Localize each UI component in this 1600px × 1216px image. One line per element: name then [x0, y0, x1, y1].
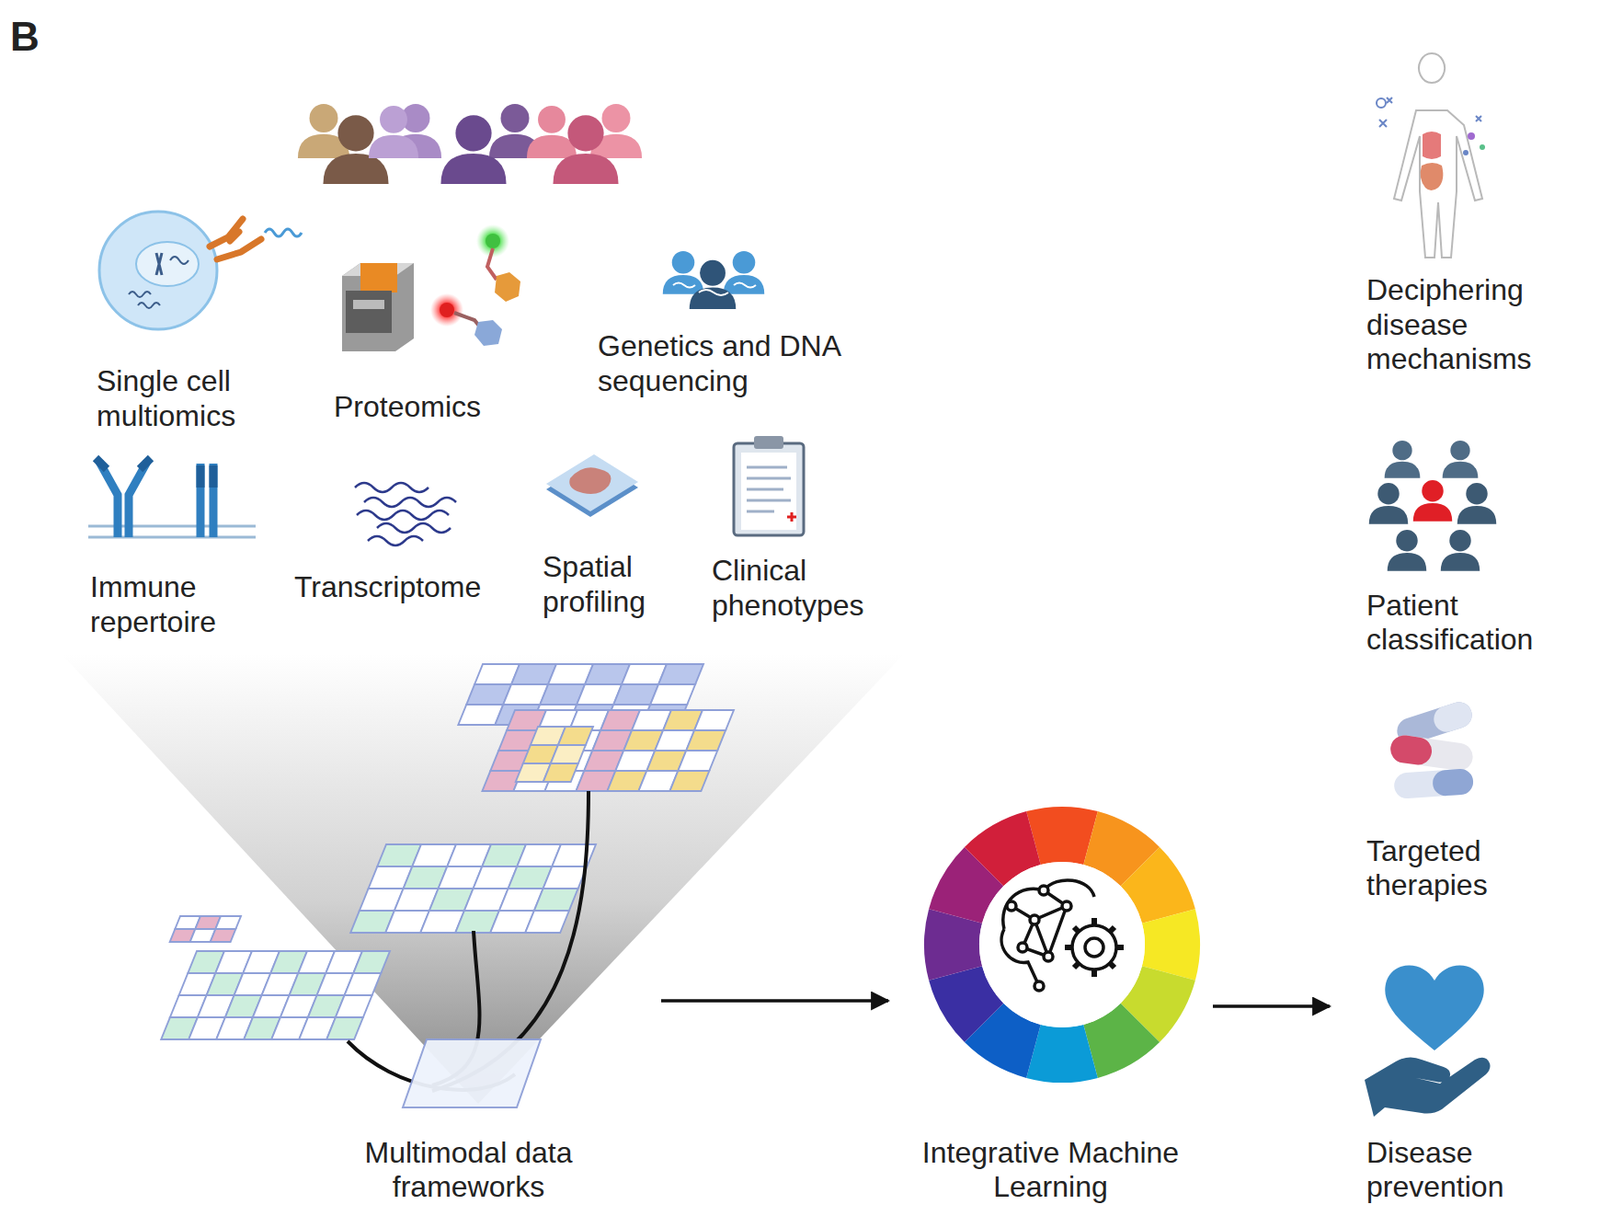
modality-label: Clinical phenotypes — [711, 553, 915, 624]
human-body-icon — [1376, 53, 1486, 258]
heart-hand-icon — [1364, 965, 1491, 1118]
grid-cell — [677, 750, 718, 771]
node-caption: Patient classification — [1366, 588, 1588, 659]
grid-cell — [543, 866, 588, 889]
ml-wheel — [924, 806, 1200, 1083]
grid-cell — [335, 994, 373, 1018]
node-caption: Multimodal data frameworks — [321, 1135, 617, 1206]
modality-label: Proteomics — [333, 389, 481, 425]
brain-network-icon — [1001, 880, 1124, 991]
modality-label: Spatial profiling — [542, 549, 690, 620]
node-caption: Integrative Machine Learning — [888, 1135, 1213, 1206]
grid-cell — [353, 950, 390, 973]
grid-cell — [344, 972, 382, 995]
outcome-node: Deciphering disease mechanisms — [1329, 73, 1588, 378]
node-caption: Targeted therapies — [1366, 834, 1588, 904]
grid-cell — [658, 663, 704, 685]
patient-group-icon — [1369, 440, 1498, 572]
grid-cell — [215, 915, 241, 929]
grid-cell — [210, 928, 237, 942]
grid-cell — [551, 844, 596, 867]
clipboard-icon — [733, 435, 804, 536]
grid-sheet — [160, 950, 390, 1040]
node-caption: Deciphering disease mechanisms — [1366, 273, 1588, 378]
grid-cell — [543, 763, 579, 782]
modality-label: Single cell multiomics — [96, 364, 290, 435]
funnel-cone — [61, 653, 904, 1104]
outcome-node: Disease prevention — [1329, 956, 1588, 1205]
grid-sheet — [350, 844, 596, 933]
panel-letter: B — [10, 12, 40, 61]
rna-icon — [354, 482, 457, 546]
receptor-icon — [88, 457, 256, 538]
grid-cell — [550, 744, 586, 764]
modality-label: Immune repertoire — [90, 570, 275, 640]
outcome-node: Patient classification — [1329, 432, 1588, 658]
grid-cell — [650, 684, 696, 705]
merged-sheet — [402, 1039, 541, 1108]
crowd-icon — [297, 103, 642, 184]
grid-cell — [534, 888, 579, 911]
node-caption: Disease prevention — [1366, 1135, 1588, 1206]
modality-label: Transcriptome — [294, 570, 481, 606]
grid-cell — [685, 730, 726, 751]
stage-node: Integrative Machine Learning — [888, 790, 1213, 1205]
grid-sheet — [170, 915, 241, 942]
wheel-center — [979, 861, 1145, 1028]
flow-arrow — [1212, 1004, 1330, 1008]
grid-sheet — [515, 726, 594, 782]
proteomics-icon — [342, 224, 521, 352]
cell-icon — [99, 211, 302, 330]
modality-label: Genetics and DNA sequencing — [597, 329, 865, 400]
grid-cell — [326, 1017, 364, 1040]
data-grids — [160, 663, 734, 1040]
stage-node: Multimodal data frameworks — [275, 643, 662, 1205]
grid-sheet — [481, 709, 734, 791]
grid-cell — [694, 709, 734, 731]
grid-cell — [669, 770, 709, 791]
grid-cell — [525, 910, 570, 933]
slide-icon — [546, 454, 639, 517]
grid-cell — [558, 726, 594, 745]
flow-arrow — [661, 998, 889, 1003]
outcome-node: Targeted therapies — [1329, 698, 1588, 903]
genetics-icon — [662, 251, 765, 309]
pills-icon — [1388, 698, 1475, 800]
